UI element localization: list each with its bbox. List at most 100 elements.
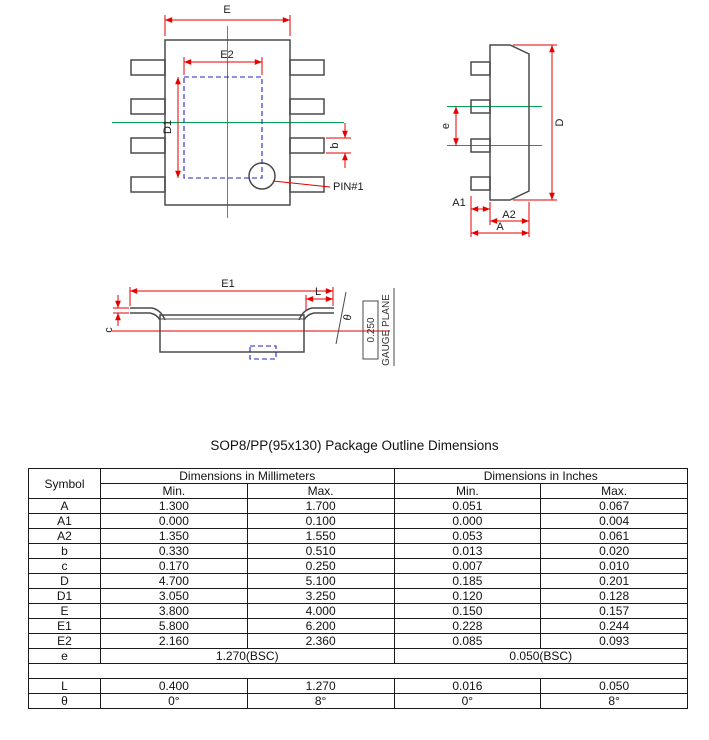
dimensions-table: Symbol Dimensions in Millimeters Dimensi…	[28, 468, 688, 709]
cell-in-min: 0.185	[393, 573, 542, 589]
label-b: b	[329, 142, 341, 148]
label-A1: A1	[452, 197, 465, 209]
dim-L	[305, 295, 333, 310]
label-E1: E1	[221, 278, 234, 290]
pin1-leader-line	[272, 180, 331, 188]
cell-mm-max: 1.550	[246, 528, 395, 544]
table-row: A 1.300 1.700 0.051 0.067	[28, 498, 688, 514]
cell-in-min: 0.007	[393, 558, 542, 574]
gauge-value: 0.250	[366, 317, 377, 342]
cell-in-min: 0.000	[393, 513, 542, 529]
cell-symbol: E	[28, 603, 101, 619]
table-row: E 3.800 4.000 0.150 0.157	[28, 603, 688, 619]
table-row: L 0.400 1.270 0.016 0.050	[28, 678, 688, 694]
label-L: L	[315, 286, 321, 298]
front-view: E1 L c θ 0.250 GAUGE PLANE	[103, 278, 395, 366]
cell-mm-min: 3.050	[100, 588, 248, 604]
label-D1: D1	[162, 120, 174, 134]
cell-in-min: 0.051	[393, 498, 542, 514]
table-row: E1 5.800 6.200 0.228 0.244	[28, 618, 688, 634]
cell-in-max: 0.004	[540, 513, 688, 529]
package-body-front	[130, 307, 334, 353]
table-row-spacer	[28, 663, 688, 679]
cell-symbol: θ	[28, 693, 101, 709]
cell-symbol: e	[28, 648, 101, 664]
table-row: A1 0.000 0.100 0.000 0.004	[28, 513, 688, 529]
cell-in-max: 0.157	[540, 603, 688, 619]
header-in-min: Min.	[393, 483, 542, 499]
cell-in-max: 0.067	[540, 498, 688, 514]
header-in-max: Max.	[540, 483, 688, 499]
lead-angle-line	[335, 291, 347, 345]
cell-mm-min: 1.300	[100, 498, 248, 514]
table-row: b 0.330 0.510 0.013 0.020	[28, 543, 688, 559]
cell-mm-min: 0°	[100, 693, 248, 709]
gauge-plane-note: 0.250 GAUGE PLANE	[362, 288, 395, 366]
cell-in-max: 0.128	[540, 588, 688, 604]
table-row: c 0.170 0.250 0.007 0.010	[28, 558, 688, 574]
cell-in-min: 0.085	[393, 633, 542, 649]
cell-mm-max: 1.270	[246, 678, 395, 694]
label-c: c	[103, 327, 115, 333]
centerlines-top	[112, 26, 344, 218]
cell-symbol: A1	[28, 513, 101, 529]
table-row: E2 2.160 2.360 0.085 0.093	[28, 633, 688, 649]
centerlines-side	[447, 106, 542, 146]
spacer-cell	[28, 663, 688, 679]
cell-in-bsc: 0.050(BSC)	[393, 648, 688, 664]
header-mm-min: Min.	[100, 483, 248, 499]
cell-mm-min: 4.700	[100, 573, 248, 589]
dim-b	[326, 123, 351, 168]
cell-mm-min: 1.350	[100, 528, 248, 544]
cell-in-min: 0.016	[393, 678, 542, 694]
header-inch-group: Dimensions in Inches	[393, 468, 688, 484]
package-outline-drawing: E E2 D1 b PIN#1	[103, 4, 566, 366]
cell-in-max: 0.201	[540, 573, 688, 589]
cell-mm-min: 0.170	[100, 558, 248, 574]
dim-E2	[183, 57, 263, 75]
top-view: E E2 D1 b PIN#1	[112, 4, 364, 218]
table-header-row: Symbol Dimensions in Millimeters Dimensi…	[28, 468, 688, 499]
gauge-detail-hidden	[249, 345, 277, 360]
cell-symbol: A2	[28, 528, 101, 544]
cell-symbol: D1	[28, 588, 101, 604]
cell-in-min: 0.150	[393, 603, 542, 619]
side-view: e D A1 A2 A	[440, 44, 566, 237]
cell-mm-max: 0.510	[246, 543, 395, 559]
cell-mm-bsc: 1.270(BSC)	[100, 648, 395, 664]
cell-mm-max: 3.250	[246, 588, 395, 604]
cell-mm-min: 3.800	[100, 603, 248, 619]
cell-symbol: c	[28, 558, 101, 574]
cell-mm-min: 0.330	[100, 543, 248, 559]
label-e: e	[440, 123, 452, 129]
table-row: D1 3.050 3.250 0.120 0.128	[28, 588, 688, 604]
cell-in-max: 0.093	[540, 633, 688, 649]
cell-mm-max: 6.200	[246, 618, 395, 634]
cell-mm-min: 0.000	[100, 513, 248, 529]
cell-in-max: 0.050	[540, 678, 688, 694]
dim-c	[113, 295, 129, 326]
cell-in-min: 0.053	[393, 528, 542, 544]
cell-in-max: 0.061	[540, 528, 688, 544]
page-title: SOP8/PP(95x130) Package Outline Dimensio…	[210, 438, 499, 453]
cell-symbol: D	[28, 573, 101, 589]
cell-mm-max: 1.700	[246, 498, 395, 514]
label-theta: θ	[342, 313, 355, 321]
cell-mm-min: 2.160	[100, 633, 248, 649]
cell-in-max: 0.020	[540, 543, 688, 559]
cell-symbol: E1	[28, 618, 101, 634]
label-D: D	[554, 118, 566, 126]
label-E: E	[223, 4, 230, 16]
label-A2: A2	[502, 209, 515, 221]
cell-mm-min: 5.800	[100, 618, 248, 634]
cell-in-max: 8°	[540, 693, 688, 709]
header-mm-group: Dimensions in Millimeters	[100, 468, 395, 484]
table-row: θ 0° 8° 0° 8°	[28, 693, 688, 709]
cell-symbol: E2	[28, 633, 101, 649]
label-E2: E2	[220, 49, 233, 61]
dim-E	[164, 15, 291, 36]
cell-in-max: 0.010	[540, 558, 688, 574]
label-pin1: PIN#1	[333, 181, 364, 193]
package-body-top	[130, 39, 325, 206]
cell-mm-max: 5.100	[246, 573, 395, 589]
